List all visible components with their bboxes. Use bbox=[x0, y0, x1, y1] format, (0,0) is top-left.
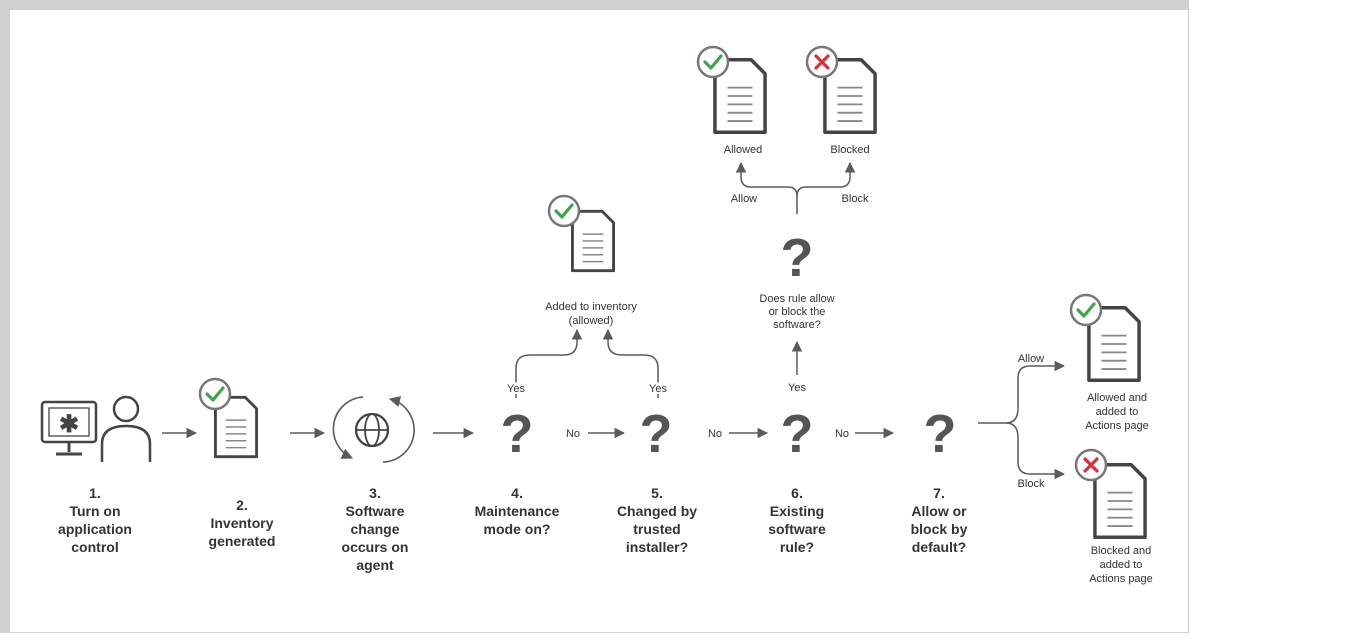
default-blocked-line2: added to bbox=[1100, 559, 1143, 571]
rule-question-line2: or block the bbox=[769, 306, 826, 318]
step-line: software bbox=[768, 521, 826, 537]
block-branch-arrow bbox=[796, 161, 856, 197]
decision-mark: ? bbox=[781, 228, 814, 288]
check-icon bbox=[1069, 293, 1103, 327]
step-number: 6. bbox=[791, 485, 803, 501]
user-computer-icon: ✱ bbox=[40, 395, 152, 462]
document-icon bbox=[570, 209, 616, 273]
decision-mark: ? bbox=[781, 404, 814, 464]
block-branch-arrow bbox=[1005, 422, 1066, 480]
step-line: trusted bbox=[633, 521, 680, 537]
step-number: 1. bbox=[89, 485, 101, 501]
step-line: block by bbox=[911, 521, 968, 537]
cross-icon bbox=[1074, 448, 1108, 482]
step-line: default? bbox=[912, 539, 966, 555]
rule-outcome-allowed: Allowed bbox=[724, 144, 763, 156]
edge-label-block: Block bbox=[842, 193, 869, 205]
edge-label-no: No bbox=[566, 428, 580, 440]
step-line: installer? bbox=[626, 539, 688, 555]
edge-label-block: Block bbox=[1018, 478, 1045, 490]
inventory-outcome-line1: Added to inventory bbox=[545, 301, 637, 313]
step-line: occurs on bbox=[342, 539, 409, 555]
edge-label-yes: Yes bbox=[507, 383, 525, 395]
step-line: Inventory bbox=[210, 515, 273, 531]
yes-branch-arrow bbox=[515, 328, 583, 398]
step-caption-3: 3. Software change occurs on agent bbox=[342, 485, 409, 573]
default-allowed-line3: Actions page bbox=[1085, 420, 1149, 432]
default-allowed-line2: added to bbox=[1096, 406, 1139, 418]
step-line: agent bbox=[356, 557, 394, 573]
check-icon bbox=[547, 194, 581, 228]
step-line: Maintenance bbox=[475, 503, 560, 519]
edge-label-no: No bbox=[708, 428, 722, 440]
step-line: mode on? bbox=[484, 521, 551, 537]
step-number: 3. bbox=[369, 485, 381, 501]
edge-label-allow: Allow bbox=[1018, 353, 1044, 365]
yes-branch-arrow bbox=[602, 328, 659, 398]
step-line: rule? bbox=[780, 539, 814, 555]
step-caption-7: 7. Allow or block by default? bbox=[911, 485, 968, 555]
edge-label-yes: Yes bbox=[649, 383, 667, 395]
decision-mark: ? bbox=[640, 404, 673, 464]
rule-question-line3: software? bbox=[773, 319, 821, 331]
rule-outcome-blocked: Blocked bbox=[830, 144, 869, 156]
svg-text:✱: ✱ bbox=[59, 411, 79, 438]
edge-label-yes: Yes bbox=[788, 382, 806, 394]
step-number: 5. bbox=[651, 485, 663, 501]
decision-mark: ? bbox=[501, 404, 534, 464]
step-line: control bbox=[71, 539, 118, 555]
step-line: Changed by bbox=[617, 503, 697, 519]
globe-sync-icon bbox=[332, 396, 415, 463]
decision-mark: ? bbox=[924, 404, 957, 464]
step-line: Existing bbox=[770, 503, 824, 519]
default-blocked-line3: Actions page bbox=[1089, 573, 1153, 585]
step-number: 7. bbox=[933, 485, 945, 501]
edge-label-allow: Allow bbox=[731, 193, 757, 205]
allow-branch-arrow bbox=[978, 360, 1066, 424]
edge-label-no: No bbox=[835, 428, 849, 440]
step-line: generated bbox=[209, 533, 276, 549]
step-caption-1: 1. Turn on application control bbox=[58, 485, 132, 555]
step-number: 4. bbox=[511, 485, 523, 501]
step-caption-2: 2. Inventory generated bbox=[209, 497, 276, 549]
allow-branch-arrow bbox=[735, 161, 798, 214]
step-caption-4: 4. Maintenance mode on? bbox=[475, 485, 560, 537]
diagram-frame bbox=[0, 0, 1189, 633]
default-blocked-line1: Blocked and bbox=[1091, 545, 1152, 557]
check-icon bbox=[696, 45, 730, 79]
step-caption-6: 6. Existing software rule? bbox=[768, 485, 826, 555]
default-allowed-line1: Allowed and bbox=[1087, 392, 1147, 404]
step-line: change bbox=[350, 521, 399, 537]
check-icon bbox=[198, 377, 232, 411]
step-line: Turn on bbox=[69, 503, 120, 519]
step-number: 2. bbox=[236, 497, 248, 513]
cross-icon bbox=[805, 45, 839, 79]
step-line: application bbox=[58, 521, 132, 537]
inventory-outcome-line2: (allowed) bbox=[569, 315, 614, 327]
step-line: Software bbox=[345, 503, 404, 519]
rule-question-line1: Does rule allow bbox=[759, 293, 834, 305]
step-caption-5: 5. Changed by trusted installer? bbox=[617, 485, 697, 555]
step-line: Allow or bbox=[911, 503, 967, 519]
